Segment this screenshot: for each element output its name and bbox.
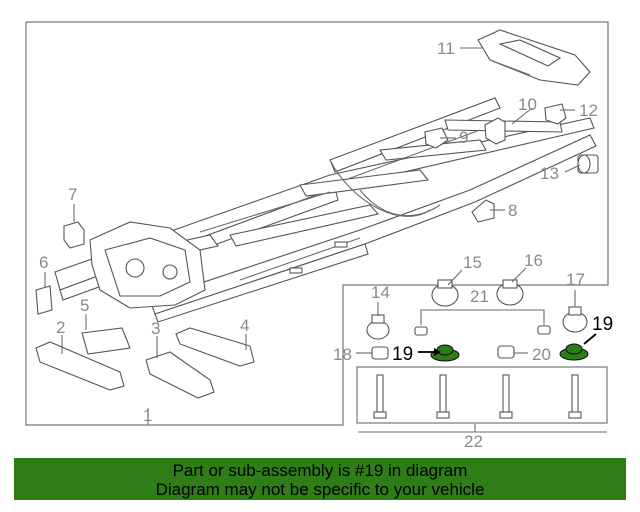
highlight-leaders [418,333,597,356]
callout-13: 13 [540,164,559,183]
callout-21: 21 [470,287,489,306]
part-22-bolts [373,374,582,419]
callout-15: 15 [463,253,482,272]
part-6-bracket [35,285,53,315]
part-19-insulator-right [559,343,589,361]
callout-12: 12 [579,101,598,120]
callout-17: 17 [566,270,585,289]
part-9-bracket [424,127,449,149]
part-18-insulator [371,346,389,360]
callout-6: 6 [39,253,48,272]
leader-lines [44,47,607,433]
callout-10: 10 [518,95,537,114]
callout-20: 20 [532,345,551,364]
part-12-bracket [544,103,567,125]
part-15-mount [431,279,459,307]
bolt-group-box [356,366,608,424]
callout-4: 4 [240,316,249,335]
callout-18: 18 [333,345,352,364]
part-7-block [63,221,85,249]
frame-assembly [54,97,597,323]
callout-19-left: 19 [392,344,413,365]
part-16-mount [496,279,524,306]
part-14-mount [366,314,390,340]
callout-1: 1 [143,406,152,425]
callout-14: 14 [371,283,390,302]
part-21-insulator-right [537,325,551,335]
callout-9: 9 [459,128,468,147]
part-17-mount [562,306,588,333]
callout-3: 3 [151,319,160,338]
part-10-bracket [484,117,506,145]
part-5-bracket [81,327,131,355]
part-2-crossmember [35,341,125,391]
info-banner: Part or sub-assembly is #19 in diagram D… [14,458,626,500]
callout-8: 8 [508,201,517,220]
callout-11: 11 [437,39,455,58]
callout-5: 5 [80,296,89,315]
part-8-bracket [471,199,495,223]
part-4-crossmember [175,327,255,367]
part-21-insulator-left [414,326,428,336]
part-3-crossmember [145,351,215,399]
callout-22: 22 [464,432,483,451]
callout-7: 7 [68,185,77,204]
banner-line-1: Part or sub-assembly is #19 in diagram [172,461,468,480]
callout-2: 2 [56,318,65,337]
part-13-bushing [577,154,599,174]
callout-19-right: 19 [592,314,613,335]
banner-line-2: Diagram may not be specific to your vehi… [155,480,485,499]
part-11-skid-plate [477,29,591,86]
part-20-insulator [497,345,515,359]
callout-16: 16 [524,251,543,270]
